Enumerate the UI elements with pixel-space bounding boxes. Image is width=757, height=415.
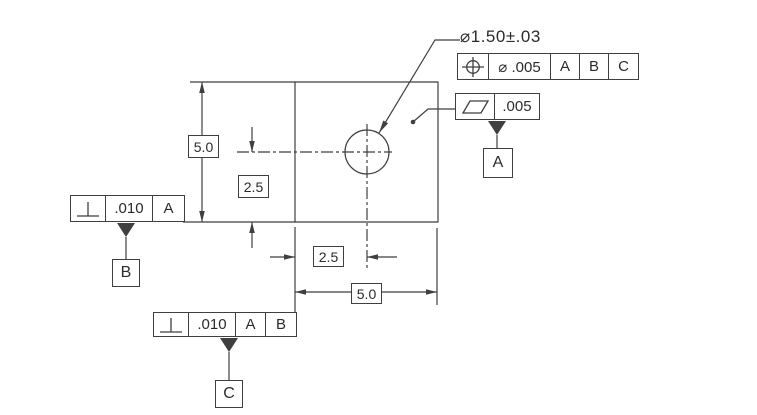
hole-size-callout: ⌀1.50±.03 xyxy=(460,27,541,46)
flatness-icon xyxy=(456,94,495,119)
position-icon xyxy=(458,54,489,79)
fcf-perpendicularity-left: .010 A xyxy=(70,195,185,222)
arrow-right-icon xyxy=(284,254,295,260)
dimension-overall-width: 5.0 xyxy=(351,283,382,304)
fcf-datum-ref: A xyxy=(551,54,580,79)
datum-flag-c xyxy=(220,338,238,380)
perpendicularity-icon xyxy=(71,196,106,221)
fcf-tolerance-value: .005 xyxy=(495,94,539,119)
fcf-position: ⌀ .005 A B C xyxy=(457,53,639,80)
fcf-datum-ref: A xyxy=(153,196,184,221)
arrow-left-icon xyxy=(295,289,306,295)
arrow-down-icon xyxy=(199,211,205,222)
fcf-tolerance-value: .010 xyxy=(189,313,236,336)
extension-lines xyxy=(183,82,437,312)
dimension-arrowheads xyxy=(199,82,437,295)
datum-label-b: B xyxy=(112,259,140,287)
datum-triangle-icon xyxy=(488,121,506,135)
datum-flag-b xyxy=(117,223,135,259)
dimension-hole-center-from-bottom: 2.5 xyxy=(238,175,269,198)
arrow-right-icon xyxy=(426,289,437,295)
arrow-left-icon xyxy=(367,254,378,260)
fcf-datum-ref: A xyxy=(236,313,266,336)
dimension-hole-center-from-left: 2.5 xyxy=(313,246,344,267)
fcf-tolerance-value: ⌀ .005 xyxy=(489,54,551,79)
datum-label-a: A xyxy=(483,148,513,178)
leader-dot-icon xyxy=(410,119,416,125)
fcf-perpendicularity-bottom: .010 A B xyxy=(153,312,297,337)
fcf-tolerance-value: .010 xyxy=(106,196,153,221)
dimension-overall-height: 5.0 xyxy=(188,135,219,158)
fcf-datum-ref: B xyxy=(580,54,609,79)
perpendicularity-icon xyxy=(154,313,189,336)
arrow-up-icon xyxy=(199,82,205,93)
hole-centerlines xyxy=(237,124,392,270)
fcf-datum-ref: C xyxy=(609,54,638,79)
fcf-flatness: .005 xyxy=(455,93,540,120)
datum-triangle-icon xyxy=(117,223,135,237)
datum-flag-a xyxy=(488,121,506,148)
datum-triangle-icon xyxy=(220,338,238,352)
datum-label-c: C xyxy=(215,380,243,408)
arrow-leader-icon xyxy=(379,120,389,133)
arrow-up-icon xyxy=(249,222,255,233)
flatness-leader xyxy=(410,109,455,125)
flatness-leader-line xyxy=(413,109,455,122)
hole-leader xyxy=(379,40,460,133)
hole-leader-line xyxy=(379,40,460,133)
arrow-down-icon xyxy=(249,141,255,152)
fcf-datum-ref: B xyxy=(266,313,296,336)
